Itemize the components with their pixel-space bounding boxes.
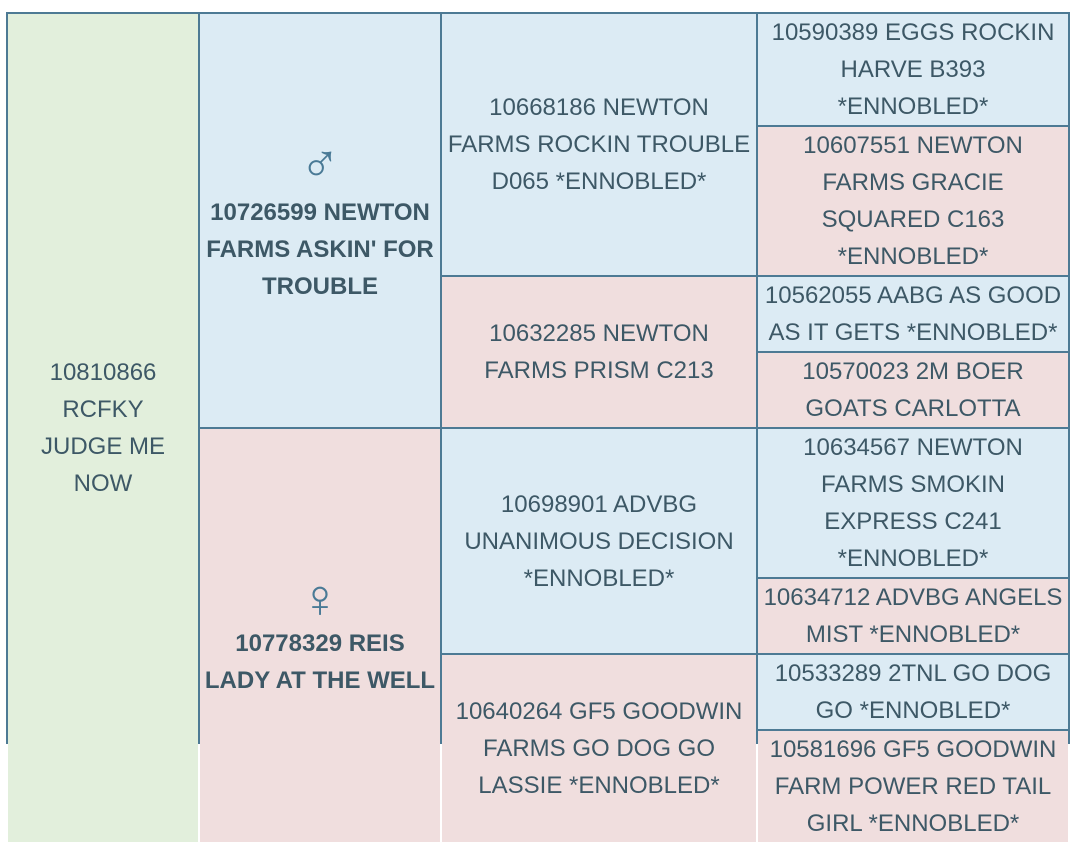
gen4-cell-1[interactable]: 10590389 EGGS ROCKIN HARVE B393 *ENNOBLE… <box>758 14 1068 125</box>
gen4-cell-4[interactable]: 10570023 2M BOER GOATS CARLOTTA <box>758 353 1068 427</box>
male-icon: ♂ <box>299 134 341 194</box>
root-animal-name: 10810866 RCFKY JUDGE ME NOW <box>40 359 165 497</box>
gen4-name: 10533289 2TNL GO DOG GO *ENNOBLED* <box>774 660 1052 724</box>
sire-name: 10726599 NEWTON FARMS ASKIN' FOR TROUBLE <box>206 199 434 300</box>
gen4-name: 10570023 2M BOER GOATS CARLOTTA <box>802 358 1024 422</box>
gen4-name: 10634712 ADVBG ANGELS MIST *ENNOBLED* <box>763 584 1063 648</box>
dam-sire-name: 10698901 ADVBG UNANIMOUS DECISION *ENNOB… <box>464 490 734 592</box>
dam-dam-name: 10640264 GF5 GOODWIN FARMS GO DOG GO LAS… <box>455 698 743 799</box>
dam-sire-cell[interactable]: 10698901 ADVBG UNANIMOUS DECISION *ENNOB… <box>442 429 756 653</box>
gen4-cell-6[interactable]: 10634712 ADVBG ANGELS MIST *ENNOBLED* <box>758 579 1068 653</box>
gen4-name: 10634567 NEWTON FARMS SMOKIN EXPRESS C24… <box>803 434 1023 572</box>
sire-sire-cell[interactable]: 10668186 NEWTON FARMS ROCKIN TROUBLE D06… <box>442 14 756 275</box>
gen4-cell-3[interactable]: 10562055 AABG AS GOOD AS IT GETS *ENNOBL… <box>758 277 1068 351</box>
gen4-cell-5[interactable]: 10634567 NEWTON FARMS SMOKIN EXPRESS C24… <box>758 429 1068 577</box>
gen4-cell-2[interactable]: 10607551 NEWTON FARMS GRACIE SQUARED C16… <box>758 127 1068 275</box>
root-animal-cell[interactable]: 10810866 RCFKY JUDGE ME NOW <box>8 14 198 842</box>
dam-name: 10778329 REIS LADY AT THE WELL <box>204 629 436 694</box>
gen4-name: 10607551 NEWTON FARMS GRACIE SQUARED C16… <box>803 132 1023 270</box>
female-icon: ♀ <box>299 568 341 629</box>
dam-dam-cell[interactable]: 10640264 GF5 GOODWIN FARMS GO DOG GO LAS… <box>442 655 756 842</box>
sire-dam-cell[interactable]: 10632285 NEWTON FARMS PRISM C213 <box>442 277 756 427</box>
sire-sire-name: 10668186 NEWTON FARMS ROCKIN TROUBLE D06… <box>447 94 751 195</box>
sire-dam-name: 10632285 NEWTON FARMS PRISM C213 <box>484 320 714 384</box>
gen4-cell-7[interactable]: 10533289 2TNL GO DOG GO *ENNOBLED* <box>758 655 1068 729</box>
sire-cell[interactable]: ♂ 10726599 NEWTON FARMS ASKIN' FOR TROUB… <box>200 14 440 427</box>
gen4-name: 10590389 EGGS ROCKIN HARVE B393 *ENNOBLE… <box>771 19 1055 120</box>
gen4-name: 10562055 AABG AS GOOD AS IT GETS *ENNOBL… <box>764 282 1062 346</box>
gen4-cell-8[interactable]: 10581696 GF5 GOODWIN FARM POWER RED TAIL… <box>758 731 1068 842</box>
pedigree-chart: 10810866 RCFKY JUDGE ME NOW ♂ 10726599 N… <box>6 12 1070 842</box>
gen4-name: 10581696 GF5 GOODWIN FARM POWER RED TAIL… <box>769 736 1057 837</box>
dam-cell[interactable]: ♀ 10778329 REIS LADY AT THE WELL <box>200 429 440 842</box>
